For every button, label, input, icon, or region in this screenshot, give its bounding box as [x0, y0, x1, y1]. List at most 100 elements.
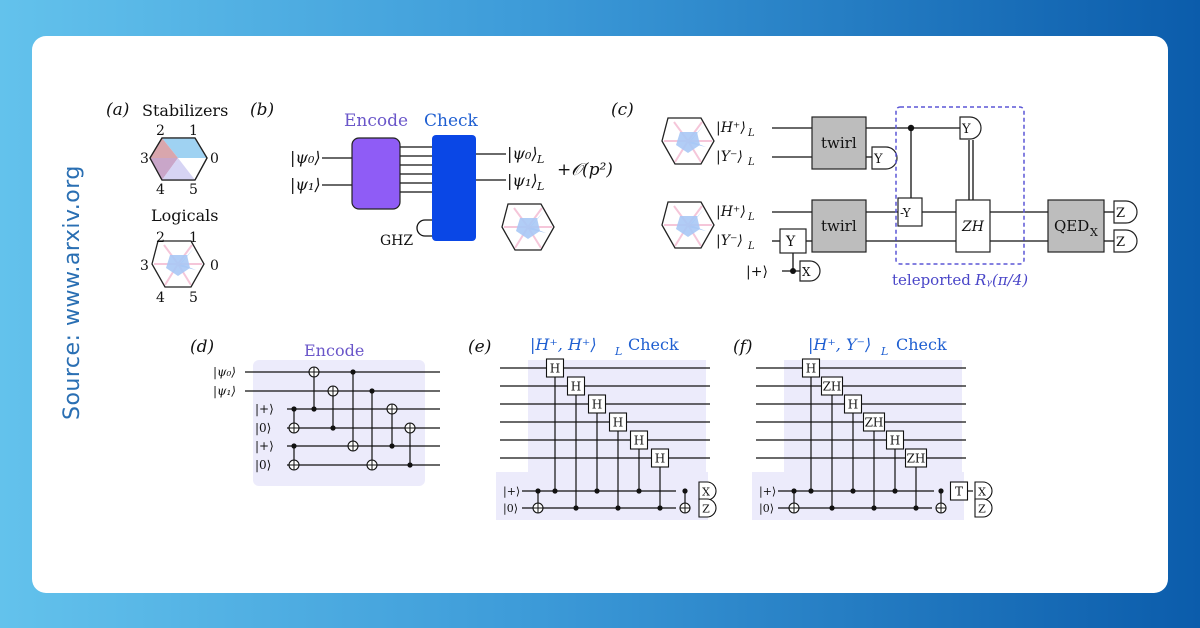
- measurement: [698, 498, 717, 518]
- y-gate: [779, 228, 807, 254]
- gate-label: T: [955, 485, 963, 499]
- gate-box: [587, 394, 607, 414]
- svg-text:Check: Check: [896, 335, 947, 354]
- control-dot: [330, 425, 336, 431]
- panel-c-label: (c): [611, 100, 634, 120]
- measurement-label: Z: [702, 503, 710, 516]
- e-title: |H⁺, H⁺⟩: [530, 335, 597, 354]
- stabilizers-hexagon: [149, 137, 208, 181]
- rotation-label: Rᵧ(π/4): [974, 271, 1028, 289]
- encode-circuit: [245, 366, 440, 471]
- gate-box: [650, 448, 670, 468]
- panel-e-label: (e): [468, 337, 491, 357]
- svg-text:L: L: [880, 345, 888, 358]
- control-dot: [791, 488, 797, 494]
- output-hexagon: [501, 203, 555, 251]
- gate-label: H: [571, 380, 581, 394]
- control-dot: [829, 505, 835, 511]
- svg-text:|+⟩: |+⟩: [746, 264, 768, 280]
- svg-text:|+⟩: |+⟩: [255, 439, 274, 453]
- gate-box: [629, 430, 649, 450]
- svg-text:0: 0: [210, 151, 219, 167]
- control-dot: [938, 488, 944, 494]
- svg-text:5: 5: [189, 290, 198, 306]
- svg-text:4: 4: [156, 290, 165, 306]
- control-dot: [871, 505, 877, 511]
- gate-label: H: [890, 434, 900, 448]
- svg-text:|+⟩: |+⟩: [255, 402, 274, 416]
- logicals-title: Logicals: [151, 206, 218, 225]
- ancilla-label: |+⟩: [759, 485, 776, 499]
- zh-gate: [955, 199, 991, 253]
- svg-text:1: 1: [189, 230, 198, 246]
- svg-text:L: L: [747, 157, 755, 168]
- ghz-label: GHZ: [380, 233, 413, 249]
- svg-text:3: 3: [140, 151, 149, 167]
- gate-box: [862, 412, 886, 432]
- svg-text:L: L: [536, 180, 544, 193]
- control-dot: [407, 462, 413, 468]
- encode-panel-title: Encode: [304, 341, 364, 360]
- svg-text:Z: Z: [1116, 206, 1125, 221]
- svg-text:2: 2: [156, 123, 165, 139]
- output-psi1: |ψ₁⟩: [507, 171, 538, 190]
- gate-box: [545, 358, 565, 378]
- control-dot: [311, 406, 317, 412]
- svg-text:0: 0: [210, 258, 219, 274]
- qed-gate: [1047, 199, 1105, 253]
- gate-box: [566, 376, 586, 396]
- neg-y-gate: [897, 197, 923, 227]
- control-dot: [615, 505, 621, 511]
- svg-text:|H⁺⟩: |H⁺⟩: [716, 120, 746, 136]
- control-dot: [350, 369, 356, 375]
- encode-box: [351, 137, 401, 210]
- svg-text:twirl: twirl: [821, 134, 857, 152]
- control-dot: [535, 488, 541, 494]
- gate-label: H: [806, 362, 816, 376]
- svg-text:twirl: twirl: [821, 217, 857, 235]
- measure-y-top: [871, 146, 898, 170]
- twirl-gate-bottom: [811, 199, 867, 253]
- control-dot: [682, 488, 688, 494]
- svg-text:4: 4: [156, 182, 165, 198]
- control-dot: [636, 488, 642, 494]
- svg-text:QED: QED: [1054, 217, 1089, 235]
- measurement-label: Z: [978, 503, 986, 516]
- svg-text:-Y: -Y: [900, 206, 912, 220]
- control-dot: [389, 443, 395, 449]
- svg-text:Y: Y: [785, 234, 796, 250]
- gate-label: H: [655, 452, 665, 466]
- control-dot: [808, 488, 814, 494]
- control-dot: [291, 443, 297, 449]
- svg-text:L: L: [747, 241, 755, 252]
- measurement-label: X: [978, 486, 986, 499]
- gate-box: [801, 358, 821, 378]
- svg-text:Y: Y: [961, 122, 971, 137]
- svg-text:L: L: [747, 128, 755, 139]
- control-dot: [369, 388, 375, 394]
- svg-text:Y: Y: [873, 152, 883, 167]
- gate-box: [904, 448, 928, 468]
- svg-text:|ψ₀⟩: |ψ₀⟩: [213, 365, 236, 379]
- svg-text:5: 5: [189, 182, 198, 198]
- control-dot: [850, 488, 856, 494]
- f-title: |H⁺, Y⁻⟩: [808, 335, 871, 354]
- svg-text:L: L: [614, 345, 622, 358]
- gate-label: ZH: [907, 452, 926, 466]
- gate-label: H: [613, 416, 623, 430]
- svg-text:L: L: [536, 153, 544, 166]
- svg-text:|Y⁻⟩: |Y⁻⟩: [716, 233, 743, 249]
- ancilla-label: |0⟩: [503, 502, 518, 516]
- check-title: Check: [424, 111, 479, 131]
- teleported-label: teleported: [892, 271, 971, 289]
- control-dot: [291, 406, 297, 412]
- measurement: [974, 498, 993, 518]
- svg-text:X: X: [1090, 226, 1098, 239]
- control-dot: [892, 488, 898, 494]
- ancilla-label: |0⟩: [759, 502, 774, 516]
- ancilla-label: |+⟩: [503, 485, 520, 499]
- svg-text:L: L: [747, 212, 755, 223]
- encode-inputs: |ψ₀⟩ |ψ₁⟩ |+⟩ |0⟩ |+⟩ |0⟩: [213, 365, 274, 472]
